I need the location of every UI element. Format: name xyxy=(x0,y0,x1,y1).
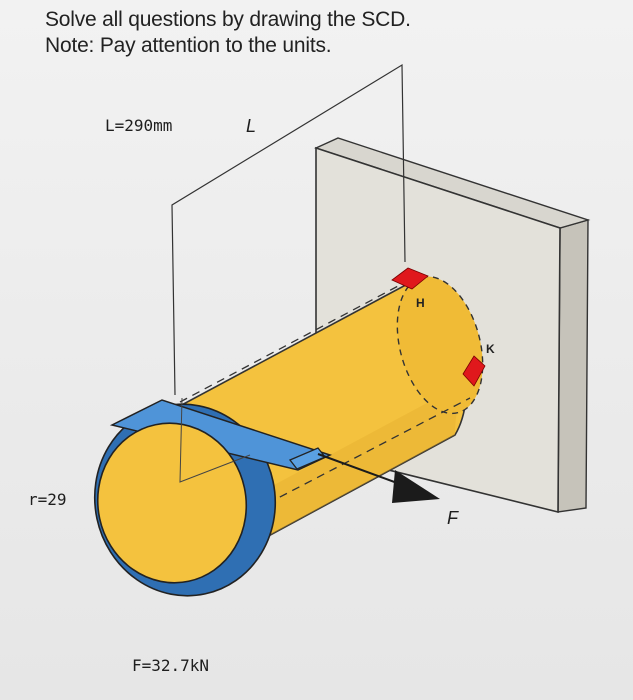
force-value-label: F=32.7kN xyxy=(132,656,210,675)
force-symbol-label: F xyxy=(447,508,458,528)
point-h-label: H xyxy=(416,296,425,310)
wall-side-face xyxy=(557,219,589,513)
cylinder-near-end xyxy=(96,422,248,584)
instruction-line-1: Solve all questions by drawing the SCD. xyxy=(45,8,411,31)
length-symbol-label: L xyxy=(246,116,257,136)
point-h-marker xyxy=(391,267,429,290)
length-value-label: L=290mm xyxy=(105,116,173,135)
hidden-line-bottom xyxy=(254,397,471,511)
dimension-line-L xyxy=(171,63,406,396)
radius-label: r=29 xyxy=(28,490,67,509)
force-arrow-shaft xyxy=(317,453,409,488)
force-arrowhead xyxy=(392,470,440,503)
point-k-marker xyxy=(462,355,486,387)
band-top-strip xyxy=(109,399,333,471)
instruction-line-2: Note: Pay attention to the units. xyxy=(45,34,332,57)
cylinder-far-end xyxy=(396,275,484,415)
radius-construction-lines xyxy=(179,397,251,483)
point-k-label: K xyxy=(486,342,495,356)
cylinder-shade xyxy=(226,380,470,559)
